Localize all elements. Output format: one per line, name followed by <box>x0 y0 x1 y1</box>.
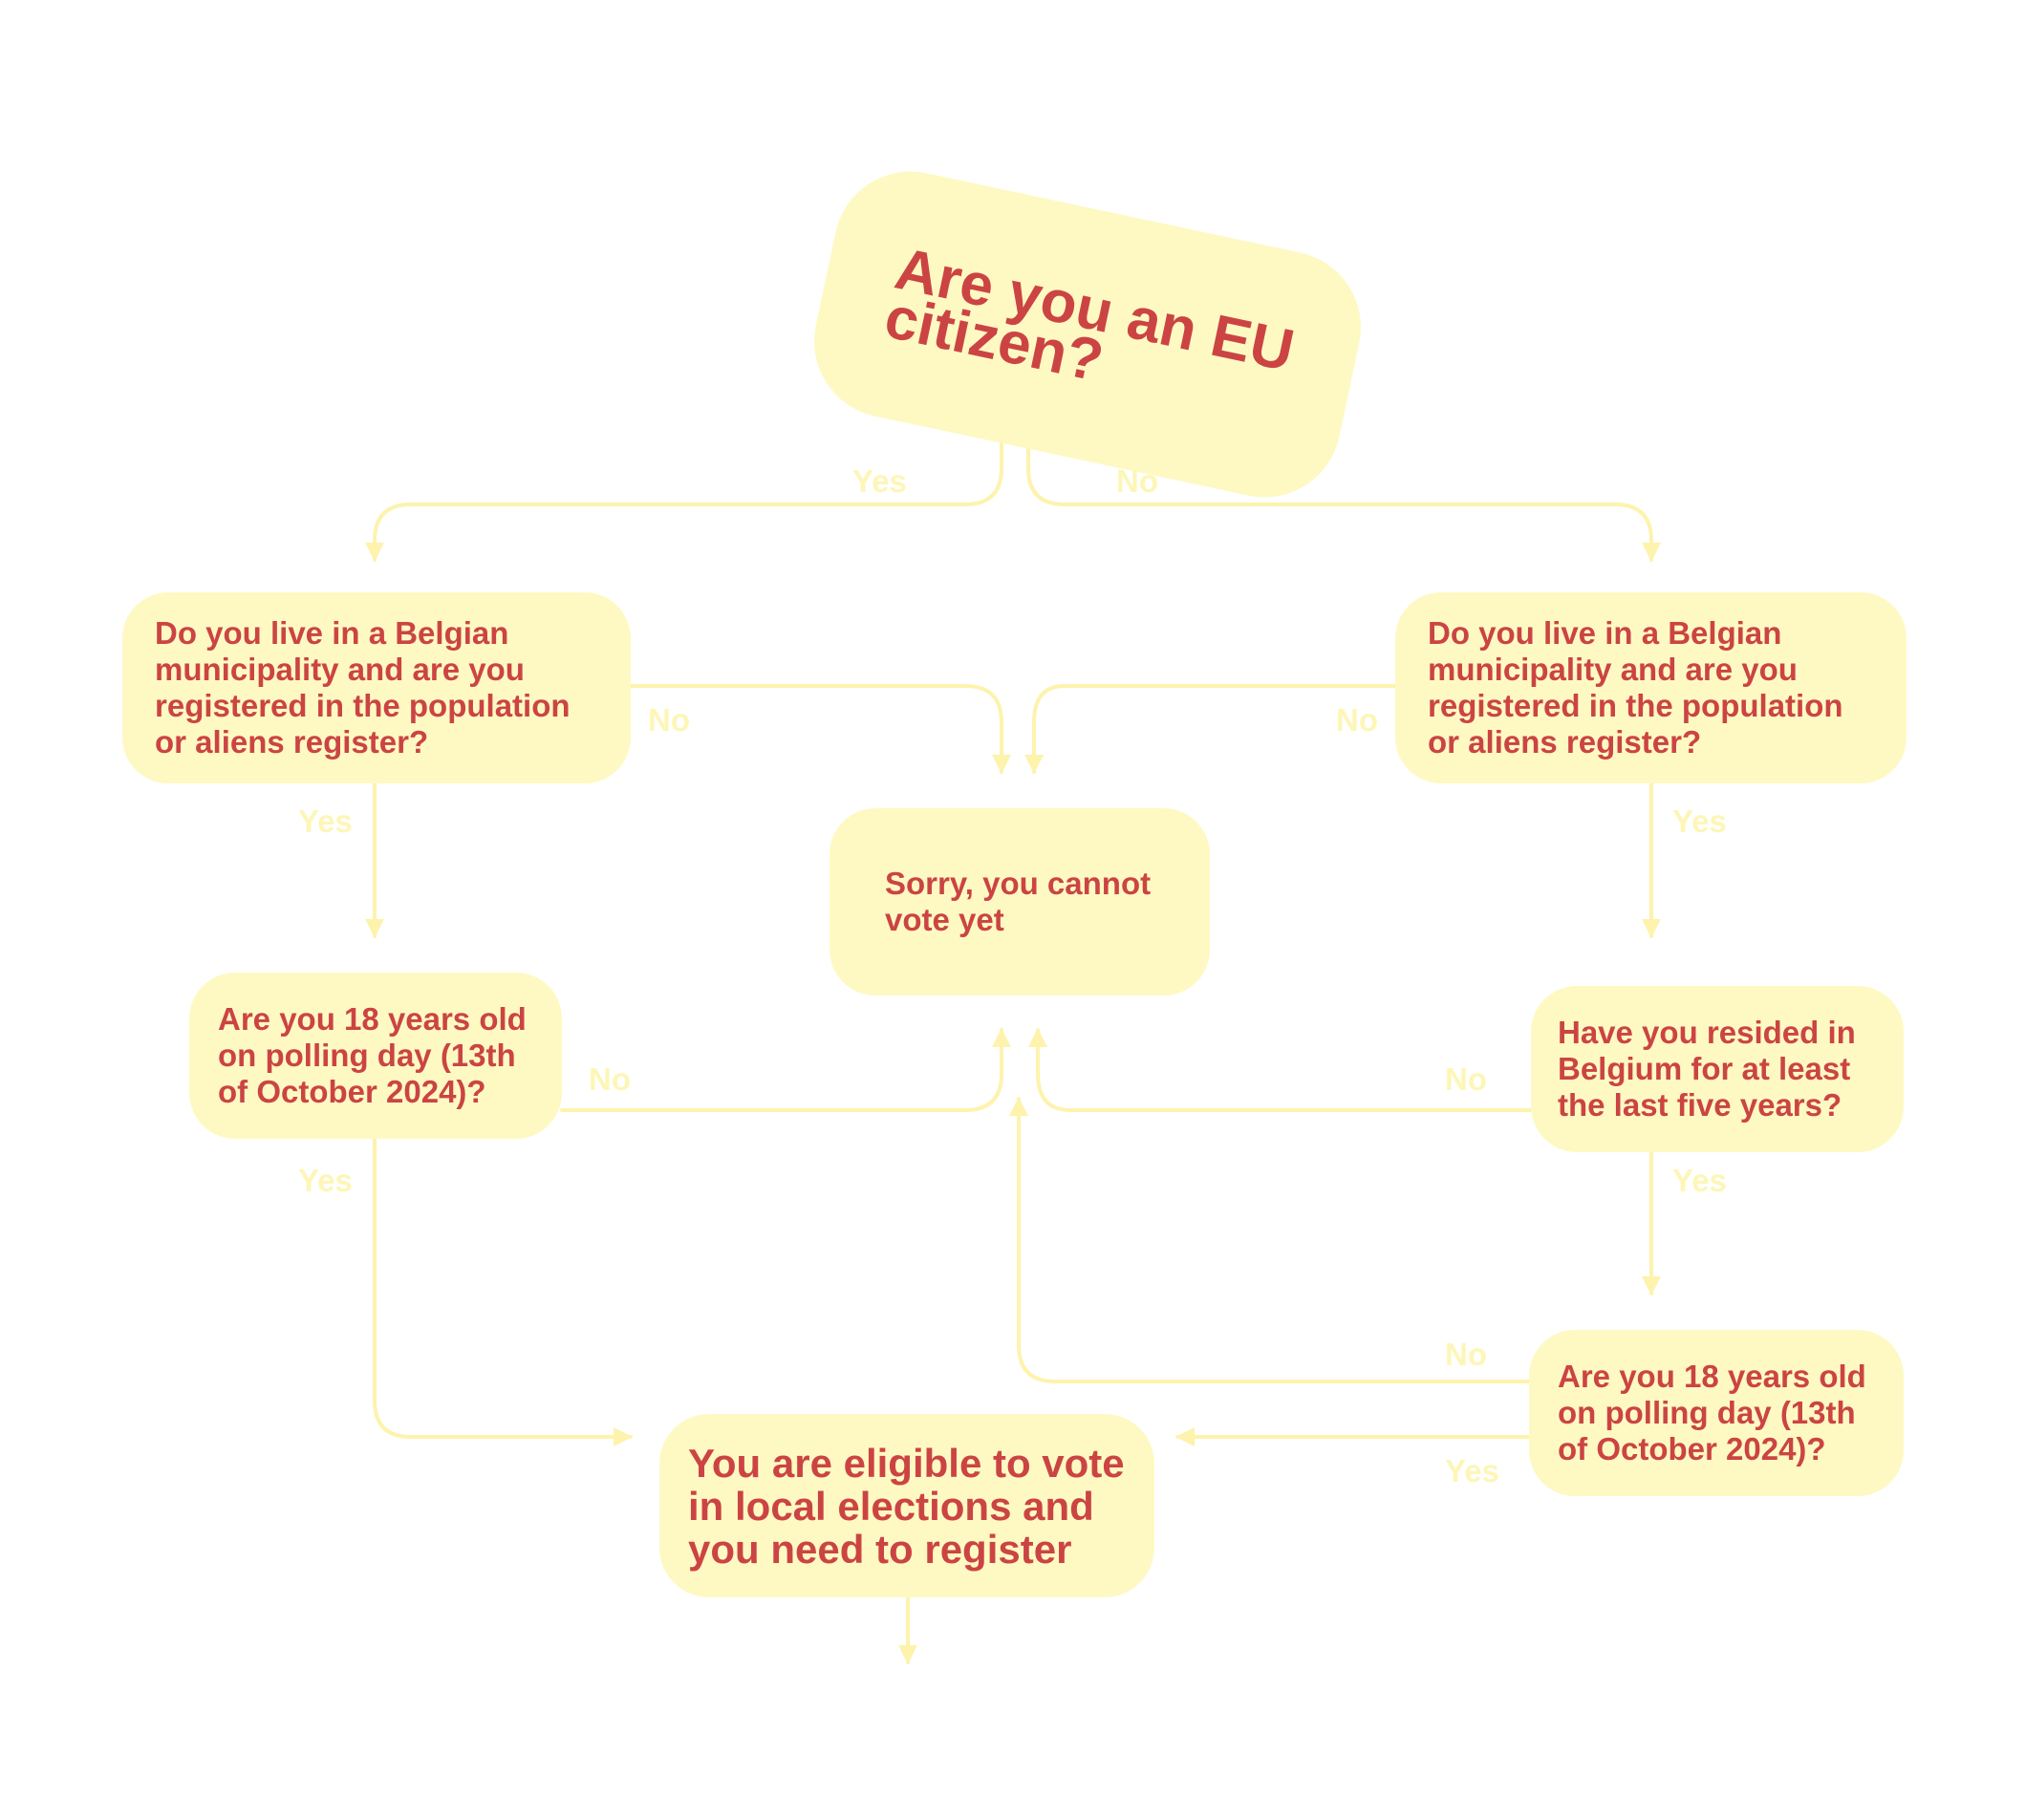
node-eu-live-registered-label: Do you live in a Belgian municipality an… <box>155 615 571 760</box>
edge-label-eu-live-registered-yes: Yes <box>298 803 353 839</box>
edge-noneu-live-registered-to-cannot-vote <box>1024 684 1397 774</box>
edge-label-noneu-age-18-yes: Yes <box>1445 1453 1499 1488</box>
edge-label-eu-live-registered-no: No <box>648 702 690 738</box>
edge-label-noneu-age-18-no: No <box>1445 1337 1487 1372</box>
edge-label-noneu-live-registered-no: No <box>1336 702 1378 738</box>
node-resided-five-years-label: Have you resided in Belgium for at least… <box>1558 1015 1856 1123</box>
node-eu-citizen-label: Are you an EU citizen? <box>879 235 1300 396</box>
edge-noneu-age-18-to-cannot-vote <box>1009 1097 1531 1383</box>
edge-eu-citizen-to-eu-live-registered <box>365 409 1003 562</box>
node-cannot-vote: Sorry, you cannot vote yet <box>829 808 1210 996</box>
node-noneu-age-18: Are you 18 years old on polling day (13t… <box>1529 1330 1904 1496</box>
node-cannot-vote-label: Sorry, you cannot vote yet <box>885 866 1152 937</box>
edge-eu-age-18-to-eligible <box>373 1137 633 1446</box>
edge-label-noneu-live-registered-yes: Yes <box>1672 803 1727 839</box>
node-noneu-age-18-label: Are you 18 years old on polling day (13t… <box>1558 1359 1866 1467</box>
node-noneu-live-registered-label: Do you live in a Belgian municipality an… <box>1428 615 1843 760</box>
node-noneu-live-registered: Do you live in a Belgian municipality an… <box>1395 592 1907 783</box>
node-eligible: You are eligible to vote in local electi… <box>659 1414 1154 1597</box>
node-eu-age-18: Are you 18 years old on polling day (13t… <box>189 973 562 1139</box>
edge-eu-live-registered-to-cannot-vote <box>629 684 1011 774</box>
edge-label-resided-no: No <box>1445 1061 1487 1097</box>
node-eligible-label: You are eligible to vote in local electi… <box>688 1440 1125 1572</box>
edge-eu-age-18-to-cannot-vote <box>560 1028 1011 1112</box>
edge-label-eu-age-18-no: No <box>589 1061 631 1097</box>
edge-label-eu-citizen-yes: Yes <box>852 463 907 499</box>
node-resided-five-years: Have you resided in Belgium for at least… <box>1531 986 1904 1152</box>
edge-eu-citizen-to-noneu-live-registered <box>1026 415 1661 562</box>
edge-resided-to-cannot-vote <box>1028 1028 1533 1112</box>
node-eu-live-registered: Do you live in a Belgian municipality an… <box>122 592 631 783</box>
node-eu-age-18-label: Are you 18 years old on polling day (13t… <box>218 1001 527 1109</box>
edge-label-eu-age-18-yes: Yes <box>298 1163 353 1198</box>
edge-label-eu-citizen-no: No <box>1116 463 1158 499</box>
edge-label-resided-yes: Yes <box>1672 1163 1727 1198</box>
